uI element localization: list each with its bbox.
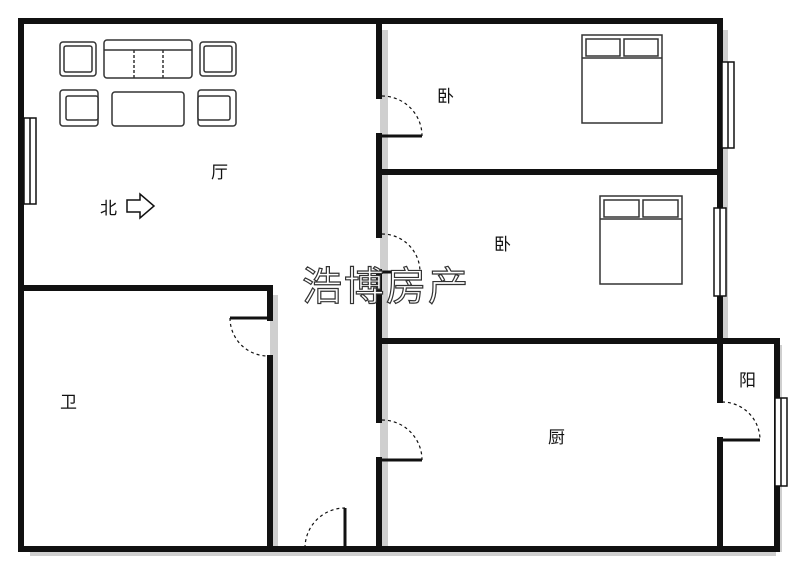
bed-mid-icon — [599, 195, 683, 285]
north-arrow-icon — [126, 192, 156, 220]
compass: 北 — [100, 192, 156, 220]
door-kitchen — [381, 419, 423, 462]
doors — [229, 95, 761, 549]
room-label-bedroom-mid: 卧 — [494, 235, 511, 255]
door-entrance — [304, 507, 347, 549]
sofa-set-icon — [59, 39, 237, 127]
room-label-balcony: 阳 — [739, 371, 756, 391]
watermark: 浩博房产 — [302, 264, 470, 310]
room-label-living: 厅 — [211, 163, 228, 183]
compass-label: 北 — [100, 199, 117, 219]
walls — [18, 18, 780, 552]
room-label-bathroom: 卫 — [60, 393, 77, 413]
door-bathroom — [229, 316, 269, 357]
bed-top-icon — [581, 34, 663, 124]
room-label-kitchen: 厨 — [548, 428, 565, 448]
room-label-bedroom-top: 卧 — [437, 87, 454, 107]
door-balcony — [721, 401, 761, 442]
windows — [23, 61, 788, 487]
door-bedroom-top — [381, 95, 423, 138]
door-bedroom-mid — [381, 233, 421, 274]
outer-wall — [18, 18, 780, 552]
